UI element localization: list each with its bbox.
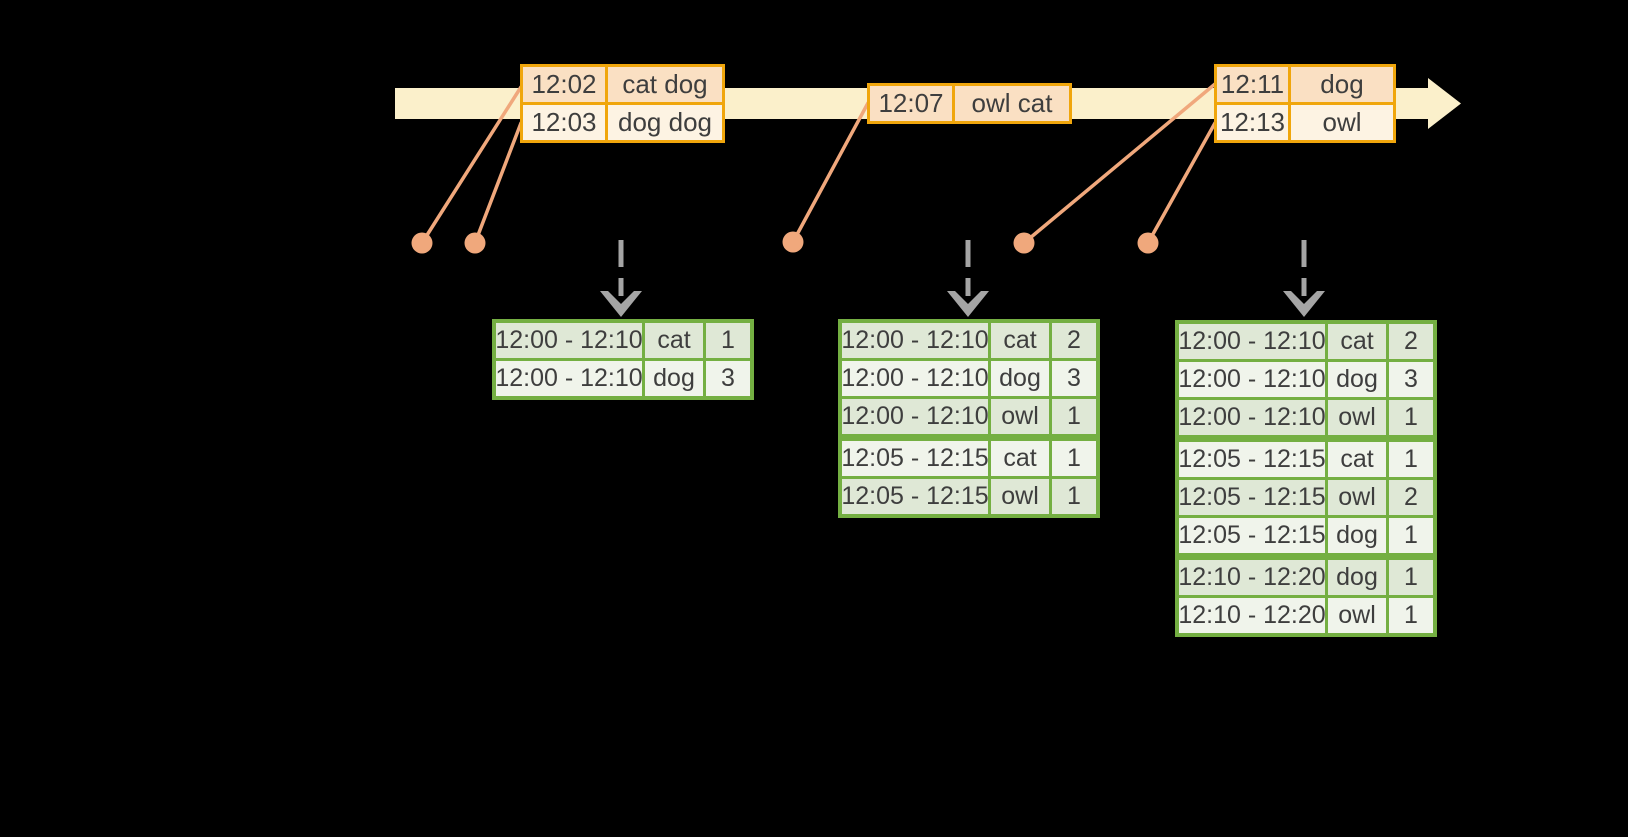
result-count-cell: 1 xyxy=(1052,441,1096,476)
result-word-cell: owl xyxy=(1328,598,1386,633)
result-count-cell: 1 xyxy=(1389,442,1433,477)
event-words-cell: dog xyxy=(1291,67,1393,102)
result-window-cell: 12:00 - 12:10 xyxy=(495,323,643,358)
event-time-cell: 12:03 xyxy=(523,105,605,140)
result-window-cell: 12:05 - 12:15 xyxy=(1178,518,1326,553)
result-count-cell: 1 xyxy=(1389,560,1433,595)
trigger-arrow-icon xyxy=(1283,240,1325,317)
result-word-cell: dog xyxy=(1328,518,1386,553)
result-window-cell: 12:00 - 12:10 xyxy=(495,361,643,396)
event-time-cell: 12:07 xyxy=(870,86,952,121)
trigger-arrow-icon xyxy=(600,240,642,317)
event-words-cell: cat dog xyxy=(608,67,722,102)
result-word-cell: owl xyxy=(1328,400,1386,435)
result-count-cell: 2 xyxy=(1052,323,1096,358)
result-window-cell: 12:05 - 12:15 xyxy=(841,479,989,514)
event-words-cell: dog dog xyxy=(608,105,722,140)
result-window-cell: 12:00 - 12:10 xyxy=(841,361,989,396)
result-word-cell: dog xyxy=(991,361,1049,396)
result-word-cell: cat xyxy=(645,323,703,358)
result-count-cell: 1 xyxy=(1389,598,1433,633)
result-word-cell: cat xyxy=(1328,324,1386,359)
result-count-cell: 1 xyxy=(1389,518,1433,553)
event-point-dot xyxy=(1013,232,1035,254)
result-count-cell: 2 xyxy=(1389,480,1433,515)
result-word-cell: dog xyxy=(1328,560,1386,595)
event-point-dot xyxy=(782,231,804,253)
result-count-cell: 3 xyxy=(706,361,750,396)
result-count-cell: 1 xyxy=(1052,479,1096,514)
result-word-cell: cat xyxy=(991,441,1049,476)
event-connector-line xyxy=(420,85,523,245)
result-window-cell: 12:05 - 12:15 xyxy=(1178,480,1326,515)
result-count-cell: 3 xyxy=(1389,362,1433,397)
result-word-cell: owl xyxy=(991,479,1049,514)
event-point-dot xyxy=(1137,232,1159,254)
result-window-cell: 12:00 - 12:10 xyxy=(1178,324,1326,359)
result-window-cell: 12:10 - 12:20 xyxy=(1178,560,1326,595)
result-word-cell: owl xyxy=(1328,480,1386,515)
result-word-cell: cat xyxy=(1328,442,1386,477)
event-point-dot xyxy=(411,232,433,254)
timeline-arrowhead-icon xyxy=(1428,78,1461,129)
event-words-cell: owl xyxy=(1291,105,1393,140)
event-connector-line xyxy=(791,101,870,244)
trigger-arrow-icon xyxy=(947,240,989,317)
result-window-cell: 12:00 - 12:10 xyxy=(841,323,989,358)
result-window-cell: 12:00 - 12:10 xyxy=(1178,362,1326,397)
result-word-cell: dog xyxy=(1328,362,1386,397)
result-count-cell: 1 xyxy=(1389,400,1433,435)
event-time-cell: 12:11 xyxy=(1217,67,1288,102)
result-window-cell: 12:00 - 12:10 xyxy=(1178,400,1326,435)
event-point-dot xyxy=(464,232,486,254)
result-word-cell: owl xyxy=(991,399,1049,434)
event-connector-line xyxy=(1146,121,1217,245)
result-count-cell: 1 xyxy=(706,323,750,358)
event-words-cell: owl cat xyxy=(955,86,1069,121)
result-word-cell: dog xyxy=(645,361,703,396)
result-window-cell: 12:10 - 12:20 xyxy=(1178,598,1326,633)
result-count-cell: 1 xyxy=(1052,399,1096,434)
event-connector-line xyxy=(1022,82,1217,245)
result-window-cell: 12:05 - 12:15 xyxy=(841,441,989,476)
event-connector-line xyxy=(473,121,523,245)
result-window-cell: 12:05 - 12:15 xyxy=(1178,442,1326,477)
event-time-cell: 12:02 xyxy=(523,67,605,102)
result-count-cell: 2 xyxy=(1389,324,1433,359)
result-count-cell: 3 xyxy=(1052,361,1096,396)
result-word-cell: cat xyxy=(991,323,1049,358)
event-time-cell: 12:13 xyxy=(1217,105,1288,140)
result-window-cell: 12:00 - 12:10 xyxy=(841,399,989,434)
